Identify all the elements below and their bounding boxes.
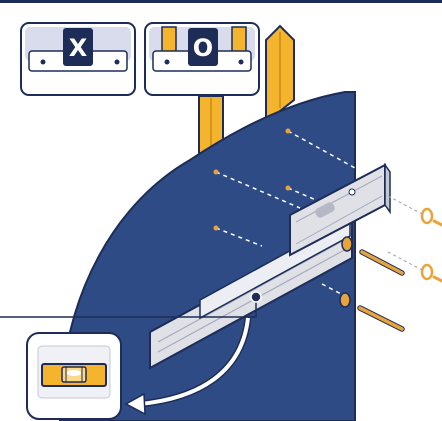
pilot-hole xyxy=(214,226,219,231)
panel-wrong: X xyxy=(21,23,135,95)
pilot-hole xyxy=(214,170,219,175)
level-check-point xyxy=(251,292,261,302)
panel-correct: O xyxy=(145,23,259,95)
wrong-mark-symbol: X xyxy=(69,34,88,62)
washer-icon xyxy=(422,265,432,279)
pilot-hole xyxy=(286,129,291,134)
correct-mark-symbol: O xyxy=(193,34,213,62)
pilot-hole xyxy=(286,186,291,191)
spirit-level-inset xyxy=(27,333,121,419)
spirit-level-icon xyxy=(42,364,106,386)
top-border xyxy=(0,0,442,3)
washer-icon xyxy=(422,209,432,223)
